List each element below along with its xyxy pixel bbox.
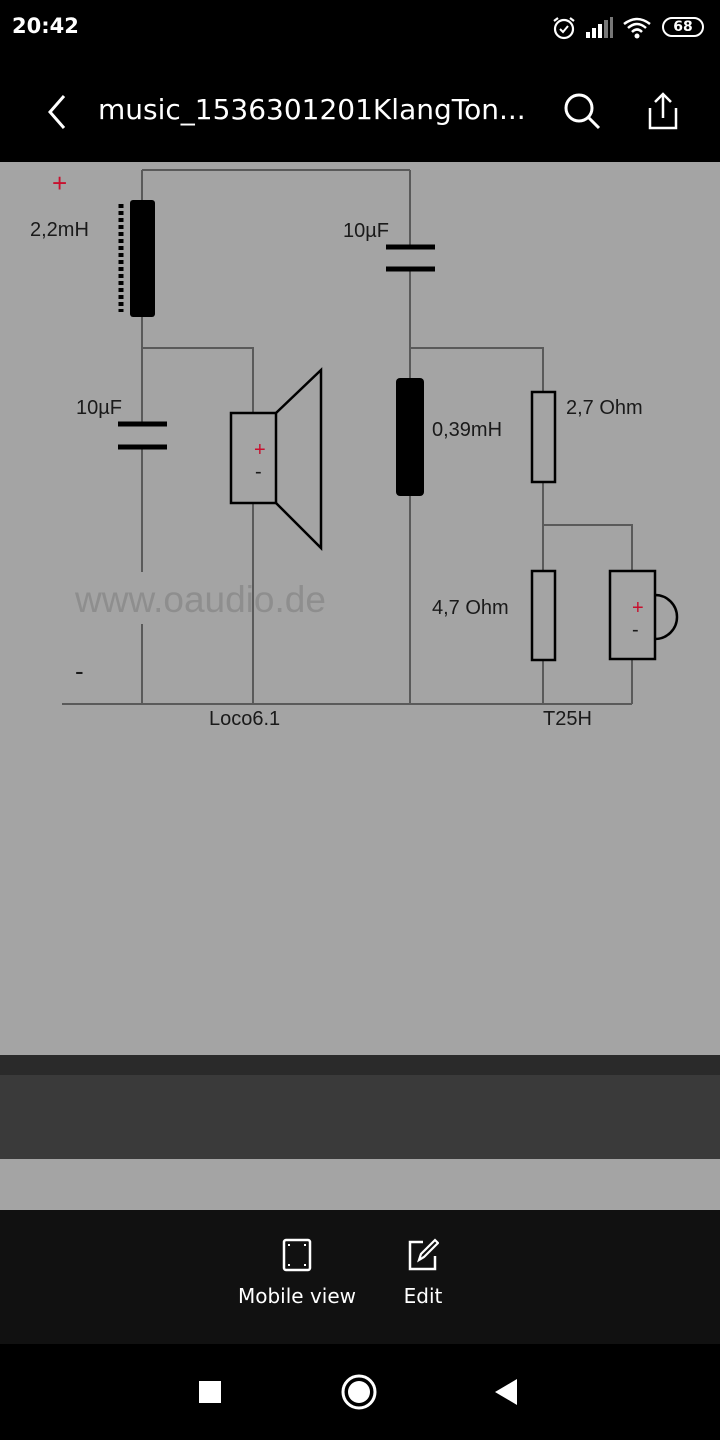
crossover-schematic: + - 2,2mH 10µF 10µF 0,39mH 2,7 Ohm 4,7 O… bbox=[30, 168, 679, 730]
wifi-icon bbox=[623, 17, 651, 39]
cap2-label: 10µF bbox=[343, 220, 389, 242]
page-separator bbox=[0, 1055, 720, 1075]
plus-terminal: + bbox=[52, 168, 67, 198]
toolbar bbox=[0, 56, 720, 162]
edit-icon bbox=[408, 1238, 440, 1271]
resistor-2-7-ohm bbox=[530, 390, 557, 484]
watermark: www.oaudio.de bbox=[74, 579, 326, 620]
woofer-symbol bbox=[229, 367, 323, 552]
tweeter-symbol bbox=[608, 569, 679, 661]
resistor-4-7-ohm bbox=[530, 569, 557, 662]
edit-button[interactable]: Edit bbox=[388, 1238, 458, 1308]
recents-square-icon bbox=[199, 1381, 221, 1403]
bottom-action-bar bbox=[0, 1210, 720, 1344]
res1-label: 2,7 Ohm bbox=[566, 397, 643, 419]
res2-label: 4,7 Ohm bbox=[432, 597, 509, 619]
edit-label: Edit bbox=[403, 1284, 443, 1308]
share-button[interactable] bbox=[636, 86, 688, 138]
chevron-left-icon bbox=[48, 95, 66, 129]
woofer-plus: + bbox=[254, 439, 266, 461]
home-button[interactable] bbox=[340, 1373, 378, 1411]
file-title: music_1536301201KlangTon... bbox=[98, 93, 526, 126]
mobile-view-label: Mobile view bbox=[237, 1284, 357, 1308]
woofer-minus: - bbox=[255, 461, 262, 483]
status-time: 20:42 bbox=[12, 14, 79, 38]
woofer-label: Loco6.1 bbox=[209, 708, 280, 730]
document-view[interactable]: + - 2,2mH 10µF 10µF 0,39mH 2,7 Ohm 4,7 O… bbox=[0, 162, 720, 1055]
search-icon bbox=[564, 93, 601, 130]
inductor1-label: 2,2mH bbox=[30, 219, 89, 241]
cap1-label: 10µF bbox=[76, 397, 122, 419]
capacitor-1 bbox=[118, 421, 167, 450]
inductor-2-2mh bbox=[118, 200, 155, 317]
nav-back-button[interactable] bbox=[493, 1377, 519, 1407]
back-button[interactable] bbox=[32, 86, 84, 138]
page-gap bbox=[0, 1075, 720, 1159]
recents-button[interactable] bbox=[198, 1380, 222, 1404]
search-button[interactable] bbox=[556, 86, 608, 138]
share-icon bbox=[648, 92, 678, 130]
home-circle-icon bbox=[341, 1374, 377, 1410]
tweeter-minus: - bbox=[632, 619, 639, 641]
back-triangle-icon bbox=[495, 1379, 517, 1405]
wires bbox=[62, 169, 633, 705]
capacitor-2 bbox=[386, 244, 435, 272]
alarm-icon bbox=[553, 17, 575, 40]
mobile-view-button[interactable]: Mobile view bbox=[232, 1238, 362, 1308]
tweeter-label: T25H bbox=[543, 708, 592, 730]
next-page-preview bbox=[0, 1159, 720, 1210]
battery-icon: 68 bbox=[662, 17, 704, 37]
signal-icon bbox=[586, 17, 613, 38]
tweeter-plus: + bbox=[632, 597, 644, 619]
minus-terminal: - bbox=[75, 656, 84, 686]
inductor-0-39mh bbox=[396, 378, 424, 496]
mobile-view-icon bbox=[282, 1238, 312, 1272]
inductor2-label: 0,39mH bbox=[432, 419, 502, 441]
